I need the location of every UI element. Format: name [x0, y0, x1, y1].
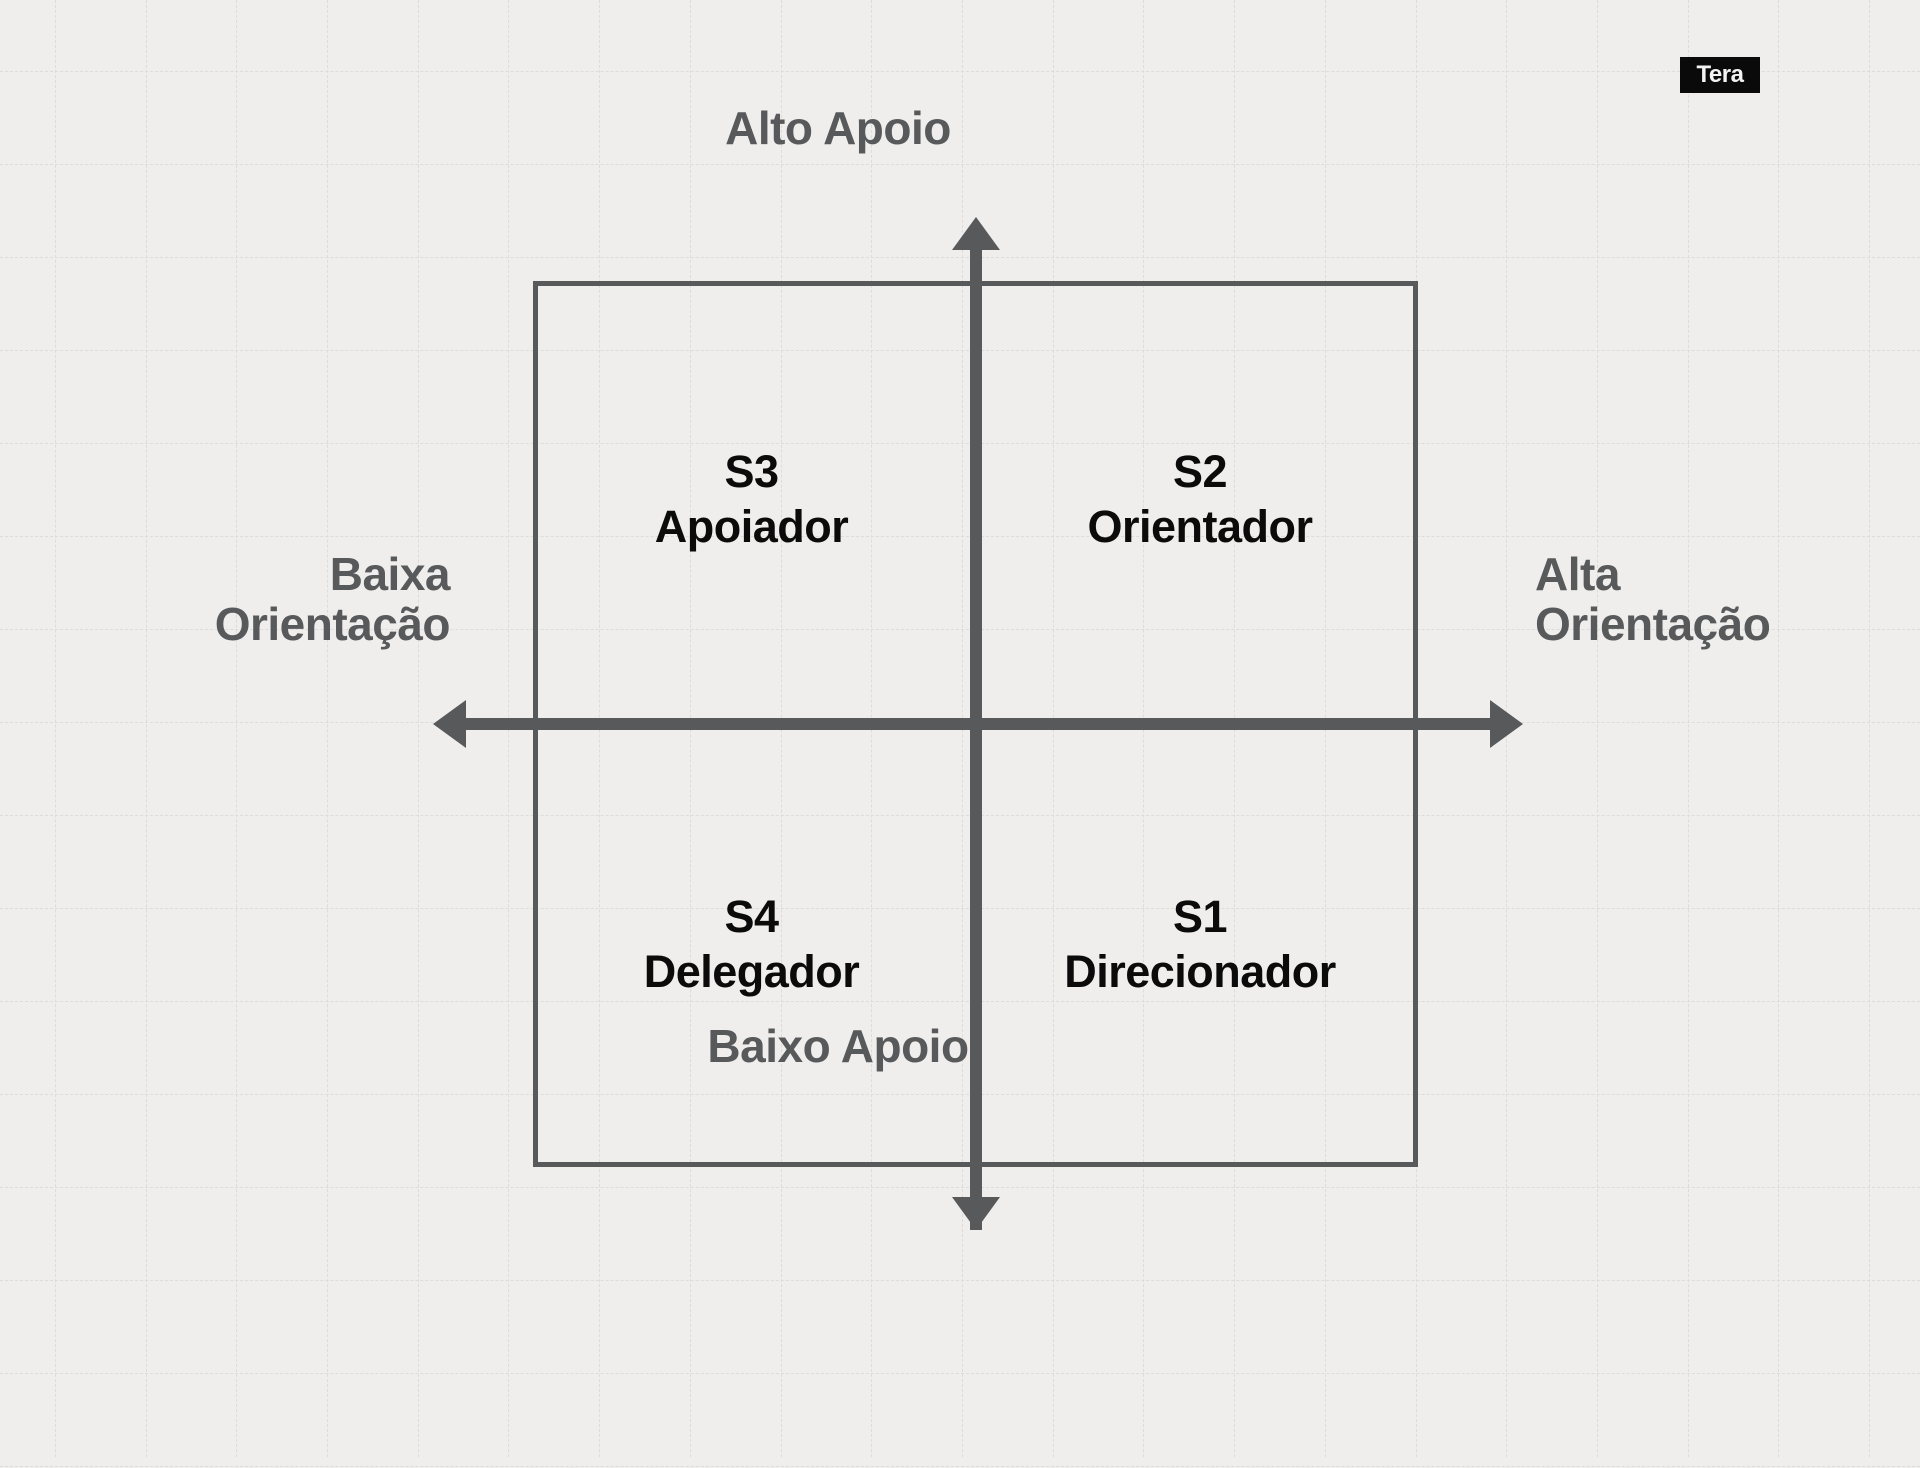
- axis-label-bottom: Baixo Apoio: [707, 1020, 969, 1072]
- grid-line-horizontal: [0, 1373, 1920, 1375]
- quadrant-code: S2: [1172, 446, 1228, 497]
- quadrant-top-left: S3 Apoiador: [533, 445, 970, 555]
- arrow-left-icon: [433, 700, 466, 748]
- grid-line-vertical: [146, 0, 148, 1457]
- grid-line-horizontal: [0, 164, 1920, 166]
- quadrant-code: S4: [724, 891, 779, 942]
- tera-logo: Tera: [1680, 57, 1760, 93]
- quadrant-top-right: S2 Orientador: [982, 445, 1418, 555]
- axis-label-left-line1: Baixa: [329, 548, 451, 600]
- quadrant-name: Delegador: [643, 945, 860, 997]
- quadrant-name: Direcionador: [1064, 945, 1336, 997]
- grid-line-vertical: [1597, 0, 1599, 1457]
- quadrant-name: Orientador: [1087, 500, 1313, 552]
- grid-line-vertical: [418, 0, 420, 1457]
- axis-label-top: Alto Apoio: [725, 102, 951, 154]
- axis-label-right-line2: Orientação: [1535, 597, 1771, 650]
- grid-line-vertical: [55, 0, 57, 1457]
- quadrant-code: S1: [1172, 891, 1228, 942]
- grid-line-vertical: [236, 0, 238, 1457]
- arrow-up-icon: [952, 217, 1000, 250]
- quadrant-code: S3: [724, 446, 779, 497]
- grid-line-vertical: [1688, 0, 1690, 1457]
- axis-label-right: Alta Orientação: [1535, 548, 1915, 650]
- grid-line-vertical: [327, 0, 329, 1457]
- axis-label-right-line1: Alta: [1535, 548, 1620, 600]
- quadrant-name: Apoiador: [654, 500, 849, 552]
- grid-line-horizontal: [0, 1280, 1920, 1282]
- arrow-down-icon: [952, 1197, 1000, 1230]
- axis-label-left: Baixa Orientação: [40, 548, 451, 650]
- grid-line-horizontal: [0, 71, 1920, 73]
- quadrant-bottom-right: S1 Direcionador: [982, 890, 1418, 1000]
- grid-line-vertical: [1778, 0, 1780, 1457]
- grid-line-vertical: [1869, 0, 1871, 1457]
- grid-line-horizontal: [0, 257, 1920, 259]
- arrow-right-icon: [1490, 700, 1523, 748]
- quadrant-bottom-left: S4 Delegador: [533, 890, 970, 1000]
- horizontal-axis-line: [466, 718, 1490, 730]
- grid-line-horizontal: [0, 1187, 1920, 1189]
- tera-logo-text: Tera: [1696, 61, 1744, 88]
- axis-label-left-line2: Orientação: [214, 597, 451, 650]
- vertical-axis-line: [970, 240, 982, 1230]
